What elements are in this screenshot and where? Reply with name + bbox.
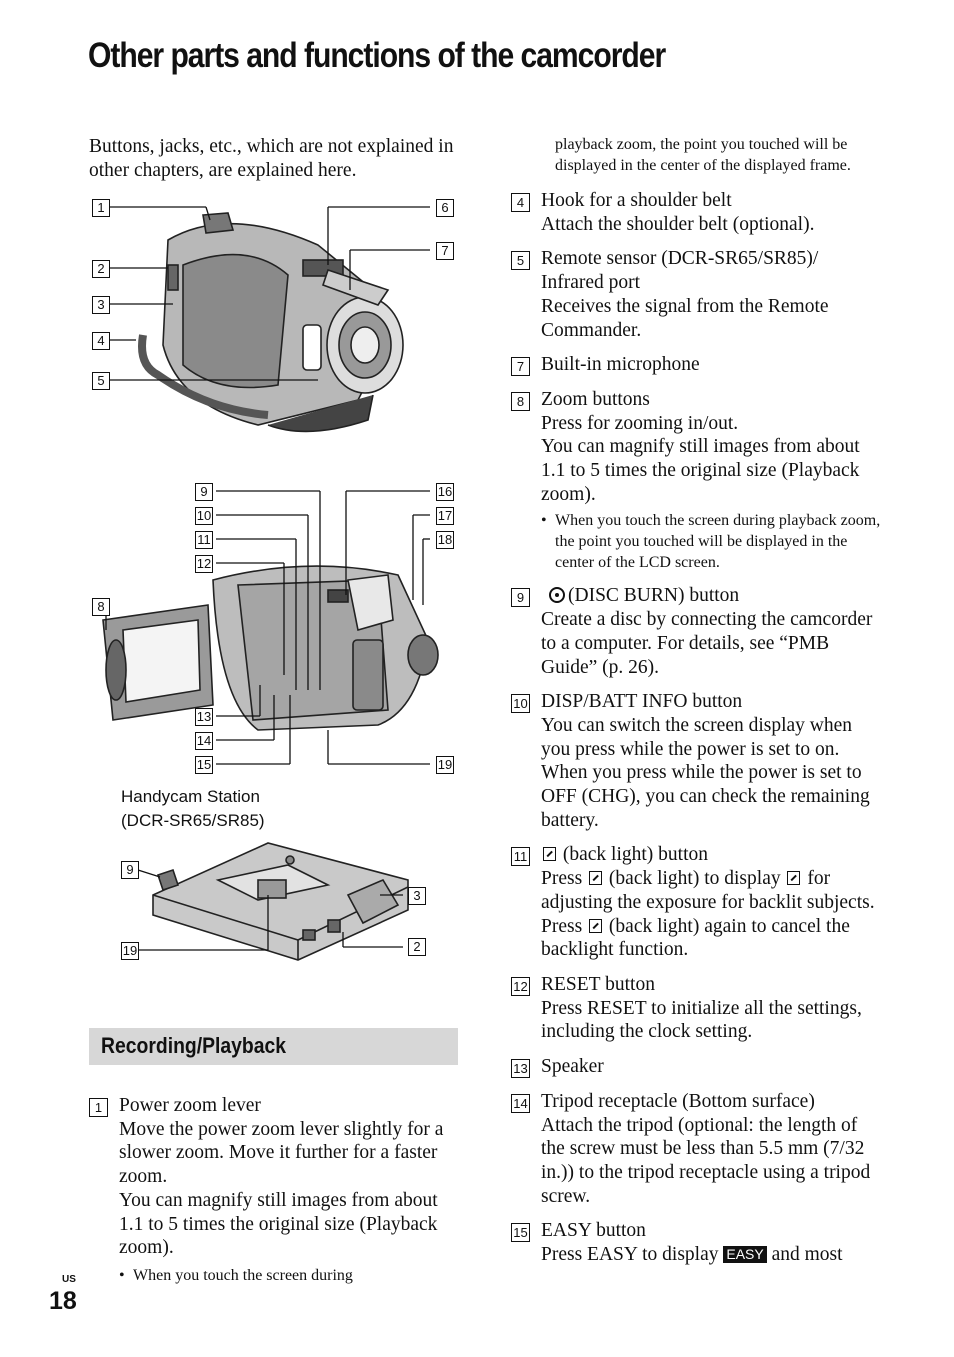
item-desc: Attach the shoulder belt (optional). bbox=[541, 213, 815, 235]
station-callout-19: 19 bbox=[121, 942, 139, 960]
item-note: When you touch the screen during playbac… bbox=[541, 510, 883, 573]
section-heading: Recording/Playback bbox=[101, 1033, 287, 1058]
item-desc-2: You can magnify still images from about … bbox=[541, 436, 860, 505]
item-desc: Press RESET to initialize all the settin… bbox=[541, 997, 862, 1043]
callout-18: 18 bbox=[436, 531, 454, 549]
item-desc: Create a disc by connecting the camcorde… bbox=[541, 609, 873, 678]
disc-burn-icon bbox=[549, 587, 565, 604]
station-callout-3: 3 bbox=[408, 887, 426, 905]
list-item: 12 RESET button Press RESET to initializ… bbox=[511, 973, 883, 1044]
note-continuation: playback zoom, the point you touched wil… bbox=[555, 136, 851, 174]
item-number: 11 bbox=[511, 847, 530, 867]
callout-16: 16 bbox=[436, 483, 454, 501]
list-item: 7 Built-in microphone bbox=[511, 353, 883, 377]
station-caption: Handycam Station (DCR-SR65/SR85) bbox=[121, 787, 265, 830]
list-item: 5 Remote sensor (DCR-SR65/SR85)/ Infrare… bbox=[511, 247, 883, 342]
callout-13: 13 bbox=[195, 708, 213, 726]
station-callout-9: 9 bbox=[121, 861, 139, 879]
section-heading-bar: Recording/Playback bbox=[89, 1028, 458, 1065]
easy-icon: EASY bbox=[723, 1246, 767, 1264]
callout-6: 6 bbox=[436, 199, 454, 217]
back-light-icon bbox=[589, 918, 603, 933]
item-number: 15 bbox=[511, 1223, 530, 1243]
item-name-row: (back light) button bbox=[541, 843, 883, 867]
item-number: 5 bbox=[511, 251, 530, 271]
intro-text: Buttons, jacks, etc., which are not expl… bbox=[89, 136, 454, 181]
item-number: 9 bbox=[511, 588, 530, 608]
list-item: 9 (DISC BURN) button Create a disc by co… bbox=[511, 584, 883, 679]
item-desc: Press for zooming in/out. bbox=[541, 412, 739, 434]
page-region-label: US bbox=[62, 1274, 76, 1285]
station-callout-2: 2 bbox=[408, 938, 426, 956]
item-name: Speaker bbox=[541, 1056, 604, 1078]
callout-5: 5 bbox=[92, 372, 110, 390]
item-name: (back light) button bbox=[562, 844, 709, 866]
back-light-icon bbox=[589, 871, 603, 886]
item-desc: Attach the tripod (optional: the length … bbox=[541, 1114, 871, 1207]
item-desc: You can switch the screen display when y… bbox=[541, 714, 870, 831]
left-column: 1 Power zoom lever Move the power zoom l… bbox=[89, 1094, 461, 1297]
right-column: playback zoom, the point you touched wil… bbox=[511, 134, 883, 1278]
list-item: 11 (back light) button Press (back light… bbox=[511, 843, 883, 962]
item-desc: Press EASY to display EASY and most bbox=[541, 1244, 843, 1266]
list-item: 4 Hook for a shoulder belt Attach the sh… bbox=[511, 189, 883, 236]
item-number: 1 bbox=[89, 1098, 108, 1117]
item-name: Tripod receptacle (Bottom surface) bbox=[541, 1090, 815, 1112]
list-item: 13 Speaker bbox=[511, 1055, 883, 1079]
item-desc: Move the power zoom lever slightly for a… bbox=[119, 1118, 444, 1188]
list-item: 10 DISP/BATT INFO button You can switch … bbox=[511, 690, 883, 832]
item-name: RESET button bbox=[541, 973, 655, 995]
item-name: Remote sensor (DCR-SR65/SR85)/ Infrared … bbox=[541, 248, 819, 294]
item-name: EASY button bbox=[541, 1220, 646, 1242]
handycam-station-illustration: 9 19 3 2 bbox=[118, 835, 438, 975]
callout-4: 4 bbox=[92, 332, 110, 350]
item-name: Built-in microphone bbox=[541, 354, 700, 376]
callout-11: 11 bbox=[195, 531, 213, 549]
camcorder-lcd-illustration: 8 9 10 11 12 13 14 15 16 17 18 19 bbox=[88, 480, 460, 780]
list-item: 15 EASY button Press EASY to display EAS… bbox=[511, 1219, 883, 1266]
callout-8: 8 bbox=[92, 598, 110, 616]
item-number: 14 bbox=[511, 1093, 530, 1113]
item-desc: Receives the signal from the Remote Comm… bbox=[541, 295, 829, 341]
item-name-row: (DISC BURN) button bbox=[541, 584, 883, 608]
item-name: Zoom buttons bbox=[541, 388, 650, 410]
page-number: 18 bbox=[49, 1287, 77, 1315]
back-light-icon bbox=[787, 871, 801, 886]
list-item: 8 Zoom buttons Press for zooming in/out.… bbox=[511, 388, 883, 574]
item-name: (DISC BURN) button bbox=[568, 585, 740, 607]
item-number: 12 bbox=[511, 976, 530, 996]
item-name: Hook for a shoulder belt bbox=[541, 190, 732, 211]
item-name: DISP/BATT INFO button bbox=[541, 691, 743, 713]
list-item: 1 Power zoom lever Move the power zoom l… bbox=[89, 1094, 461, 1286]
callout-9: 9 bbox=[195, 483, 213, 501]
callout-1: 1 bbox=[92, 199, 110, 217]
item-number: 13 bbox=[511, 1059, 530, 1079]
item-name: Power zoom lever bbox=[119, 1095, 261, 1116]
callout-12: 12 bbox=[195, 555, 213, 573]
item-desc-2: You can magnify still images from about … bbox=[119, 1189, 438, 1259]
callout-10: 10 bbox=[195, 507, 213, 525]
item-note: When you touch the screen during bbox=[119, 1265, 461, 1286]
callout-19: 19 bbox=[436, 756, 454, 774]
callout-3: 3 bbox=[92, 296, 110, 314]
camcorder-top-illustration: 1 2 3 4 5 6 7 bbox=[88, 195, 460, 460]
callout-14: 14 bbox=[195, 732, 213, 750]
item-number: 4 bbox=[511, 193, 530, 212]
page-title: Other parts and functions of the camcord… bbox=[88, 36, 666, 75]
item-number: 7 bbox=[511, 357, 530, 377]
item-desc: Press (back light) to display for adjust… bbox=[541, 868, 875, 961]
item-number: 10 bbox=[511, 694, 530, 714]
callout-15: 15 bbox=[195, 756, 213, 774]
item-number: 8 bbox=[511, 391, 530, 411]
callout-17: 17 bbox=[436, 507, 454, 525]
callout-2: 2 bbox=[92, 260, 110, 278]
callout-7: 7 bbox=[436, 242, 454, 260]
back-light-icon bbox=[543, 847, 556, 862]
list-item: 14 Tripod receptacle (Bottom surface) At… bbox=[511, 1090, 883, 1209]
